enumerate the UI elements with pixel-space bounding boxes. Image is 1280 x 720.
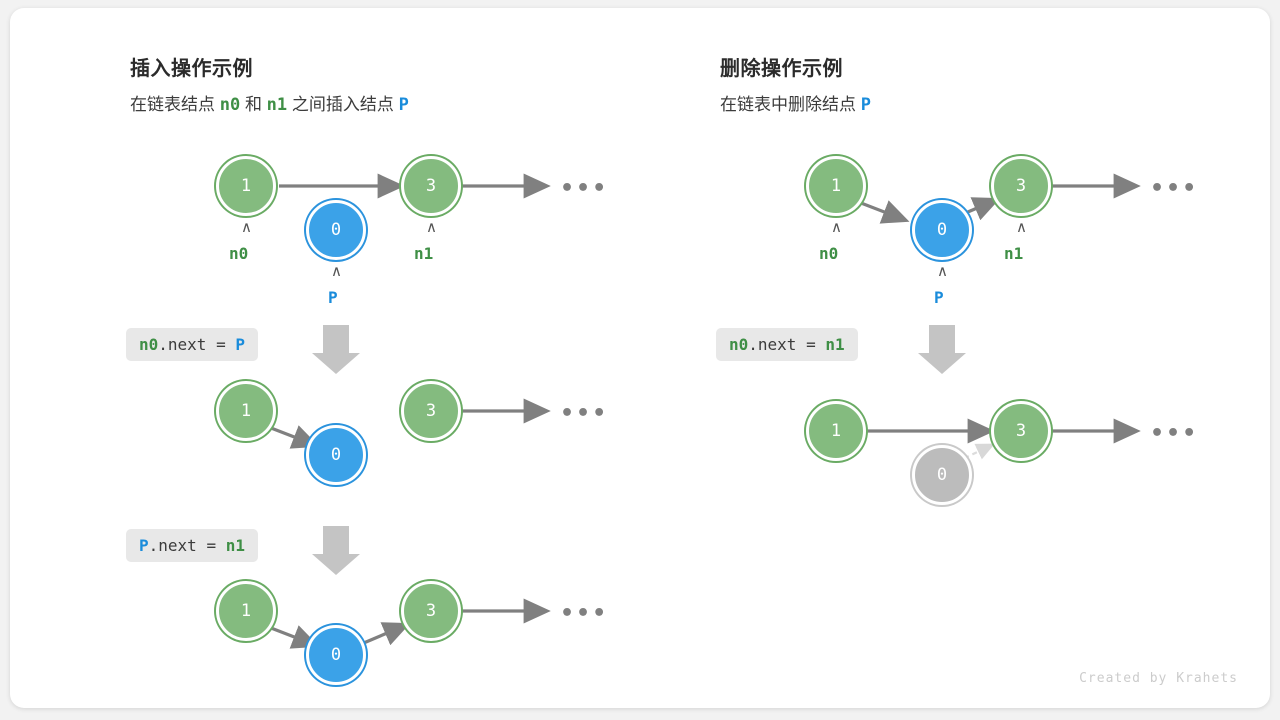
pointer-label-n1: n1 <box>414 244 434 263</box>
code-badge-n0-next-p: n0.next = P <box>126 328 258 361</box>
code-token-n1: n1 <box>225 536 245 555</box>
code-badge-n0-next-n1: n0.next = n1 <box>716 328 858 361</box>
node-green-3: 3 <box>991 401 1051 461</box>
node-p-value: 0 <box>912 200 972 260</box>
node-green-1: 1 <box>806 401 866 461</box>
code-token-n0: n0 <box>139 335 159 354</box>
node-blue-0: 0 <box>306 425 366 485</box>
diagram-card: 插入操作示例 在链表结点 n0 和 n1 之间插入结点 P 1 ∧ n0 <box>10 8 1270 708</box>
node-gray-removed: 0 <box>912 445 972 505</box>
pointer-label-n0: n0 <box>819 244 839 263</box>
pointer-caret-n0: ∧ <box>241 218 252 236</box>
ellipsis-dots: ••• <box>1150 176 1199 201</box>
node-green-3: 3 <box>401 581 461 641</box>
insert-panel-title: 插入操作示例 <box>130 58 253 80</box>
code-token-n1: n1 <box>825 335 845 354</box>
code-token-n0: n0 <box>729 335 749 354</box>
code-token-p: P <box>139 536 149 555</box>
ellipsis-dots: ••• <box>1150 421 1199 446</box>
node-green-1: 1 <box>216 381 276 441</box>
subtitle-text-part: 在链表中删除结点 <box>720 95 861 114</box>
node-green-3: 3 <box>401 381 461 441</box>
delete-panel-title: 删除操作示例 <box>720 58 843 80</box>
subtitle-text-part: 之间插入结点 <box>287 95 399 114</box>
insert-panel-subtitle: 在链表结点 n0 和 n1 之间插入结点 P <box>130 90 409 115</box>
code-token-next: .next = <box>158 335 236 354</box>
subtitle-ref-n0: n0 <box>219 95 241 115</box>
node-n0-value: 1 <box>806 156 866 216</box>
credit-text: Created by Krahets <box>1079 671 1238 686</box>
subtitle-ref-p: P <box>398 95 409 115</box>
pointer-label-n1: n1 <box>1004 244 1024 263</box>
pointer-caret-n1: ∧ <box>426 218 437 236</box>
node-n1-value: 3 <box>991 156 1051 216</box>
delete-panel-edges <box>860 173 1141 467</box>
ellipsis-dots: ••• <box>560 601 609 626</box>
code-token-p: P <box>235 335 245 354</box>
panel-delete-operation: 删除操作示例 在链表中删除结点 P 1 ∧ n0 <box>600 8 1270 708</box>
delete-step-arrow-1 <box>918 325 966 374</box>
ellipsis-dots: ••• <box>560 401 609 426</box>
pointer-caret-p: ∧ <box>331 262 342 280</box>
node-n0-value: 1 <box>216 156 276 216</box>
node-n1-value: 3 <box>401 156 461 216</box>
code-token-next: .next = <box>148 536 226 555</box>
pointer-label-p: P <box>934 288 944 307</box>
panel-insert-operation: 插入操作示例 在链表结点 n0 和 n1 之间插入结点 P 1 ∧ n0 <box>10 8 650 708</box>
subtitle-text-part: 在链表结点 <box>130 95 220 114</box>
subtitle-ref-p: P <box>860 95 871 115</box>
node-p-value: 0 <box>306 200 366 260</box>
subtitle-text-part: 和 <box>240 95 267 114</box>
node-blue-0: 0 <box>306 625 366 685</box>
delete-panel-subtitle: 在链表中删除结点 P <box>720 90 871 115</box>
pointer-caret-n0: ∧ <box>831 218 842 236</box>
pointer-caret-n1: ∧ <box>1016 218 1027 236</box>
pointer-label-p: P <box>328 288 338 307</box>
node-green-1: 1 <box>216 581 276 641</box>
subtitle-ref-n1: n1 <box>266 95 288 115</box>
code-badge-p-next-n1: P.next = n1 <box>126 529 258 562</box>
code-token-next: .next = <box>748 335 826 354</box>
pointer-label-n0: n0 <box>229 244 249 263</box>
ellipsis-dots: ••• <box>560 176 609 201</box>
pointer-caret-p: ∧ <box>937 262 948 280</box>
